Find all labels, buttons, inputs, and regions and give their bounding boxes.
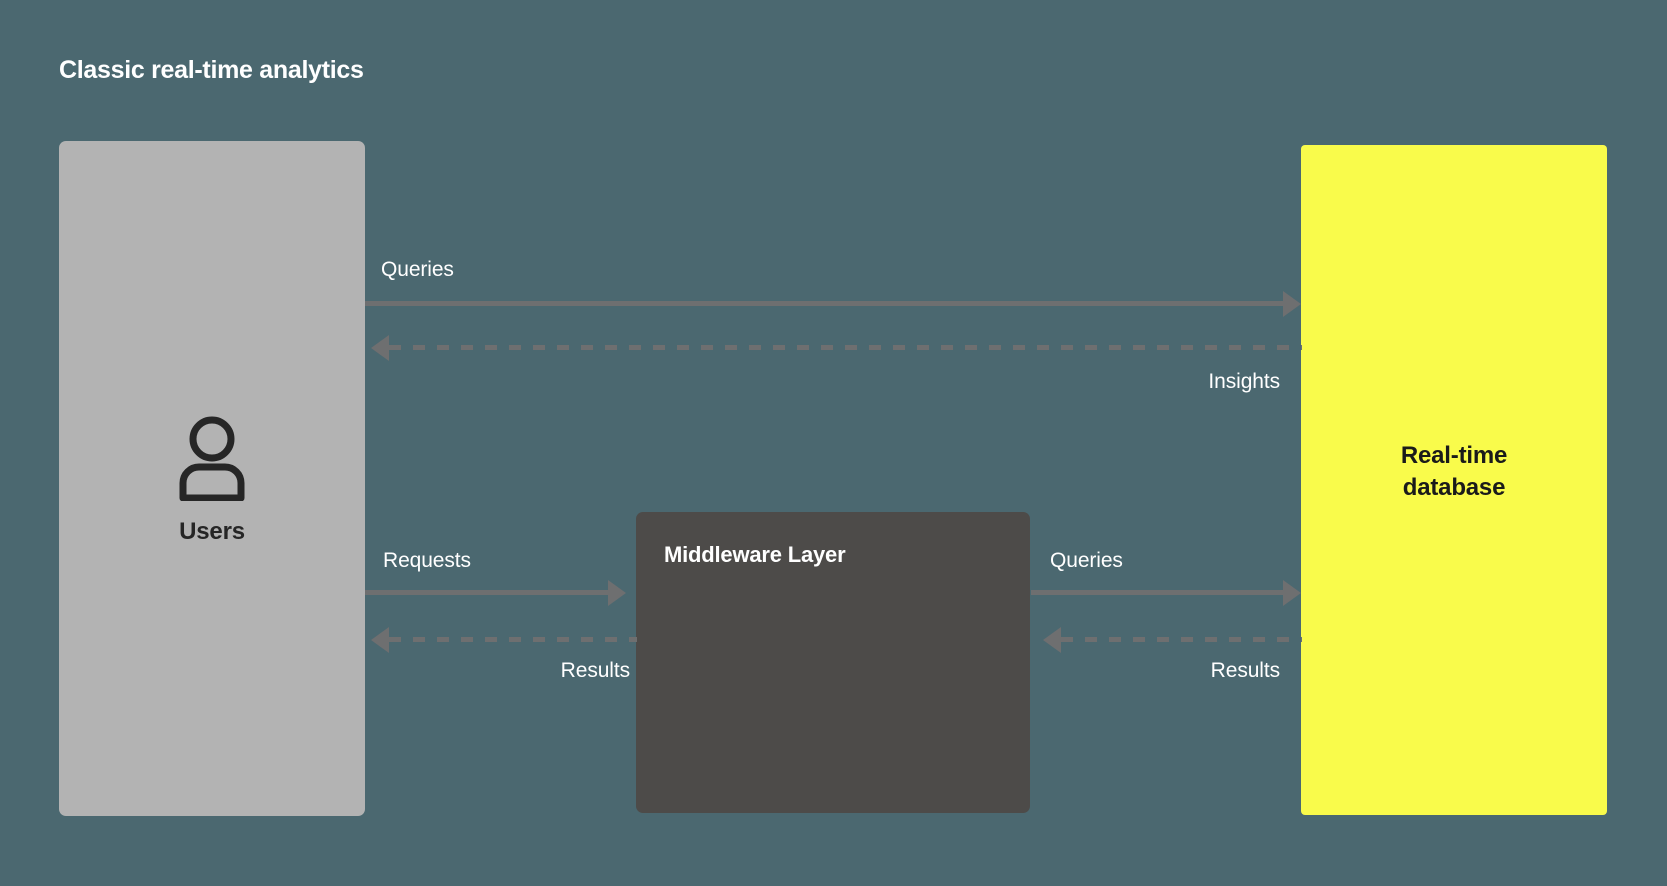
edge-arrowhead-database-to-users [371, 335, 389, 361]
middleware-node-label: Middleware Layer [664, 542, 846, 567]
edge-label-results-right: Results [1210, 659, 1280, 682]
edge-line-database-to-users [389, 345, 1302, 350]
edge-line-database-to-middleware [1061, 637, 1302, 642]
user-icon [172, 413, 252, 506]
node-middleware[interactable]: Middleware Layer [636, 512, 1030, 813]
edge-arrowhead-middleware-to-database [1283, 580, 1301, 606]
edge-label-results-left: Results [560, 659, 630, 682]
edge-arrowhead-users-to-middleware [608, 580, 626, 606]
edge-label-insights: Insights [1208, 370, 1280, 393]
edge-line-users-to-database [365, 301, 1290, 306]
users-node-label: Users [179, 518, 245, 545]
edge-label-requests: Requests [383, 549, 471, 572]
edge-line-middleware-to-users [389, 637, 637, 642]
node-database[interactable]: Real-time database [1301, 145, 1607, 815]
edge-label-queries-top: Queries [381, 258, 454, 281]
edge-label-queries-bottom: Queries [1050, 549, 1123, 572]
node-users[interactable]: Users [59, 141, 365, 816]
database-node-label: Real-time database [1301, 440, 1607, 503]
edge-line-users-to-middleware [365, 590, 615, 595]
edge-arrowhead-users-to-database [1283, 291, 1301, 317]
edge-line-middleware-to-database [1031, 590, 1290, 595]
database-label-line-1: Real-time [1400, 442, 1508, 469]
edge-arrowhead-database-to-middleware [1043, 627, 1061, 653]
users-node-content: Users [59, 413, 365, 546]
edge-arrowhead-middleware-to-users [371, 627, 389, 653]
page-title: Classic real-time analytics [59, 56, 364, 84]
database-label-line-2: database [1402, 473, 1506, 501]
